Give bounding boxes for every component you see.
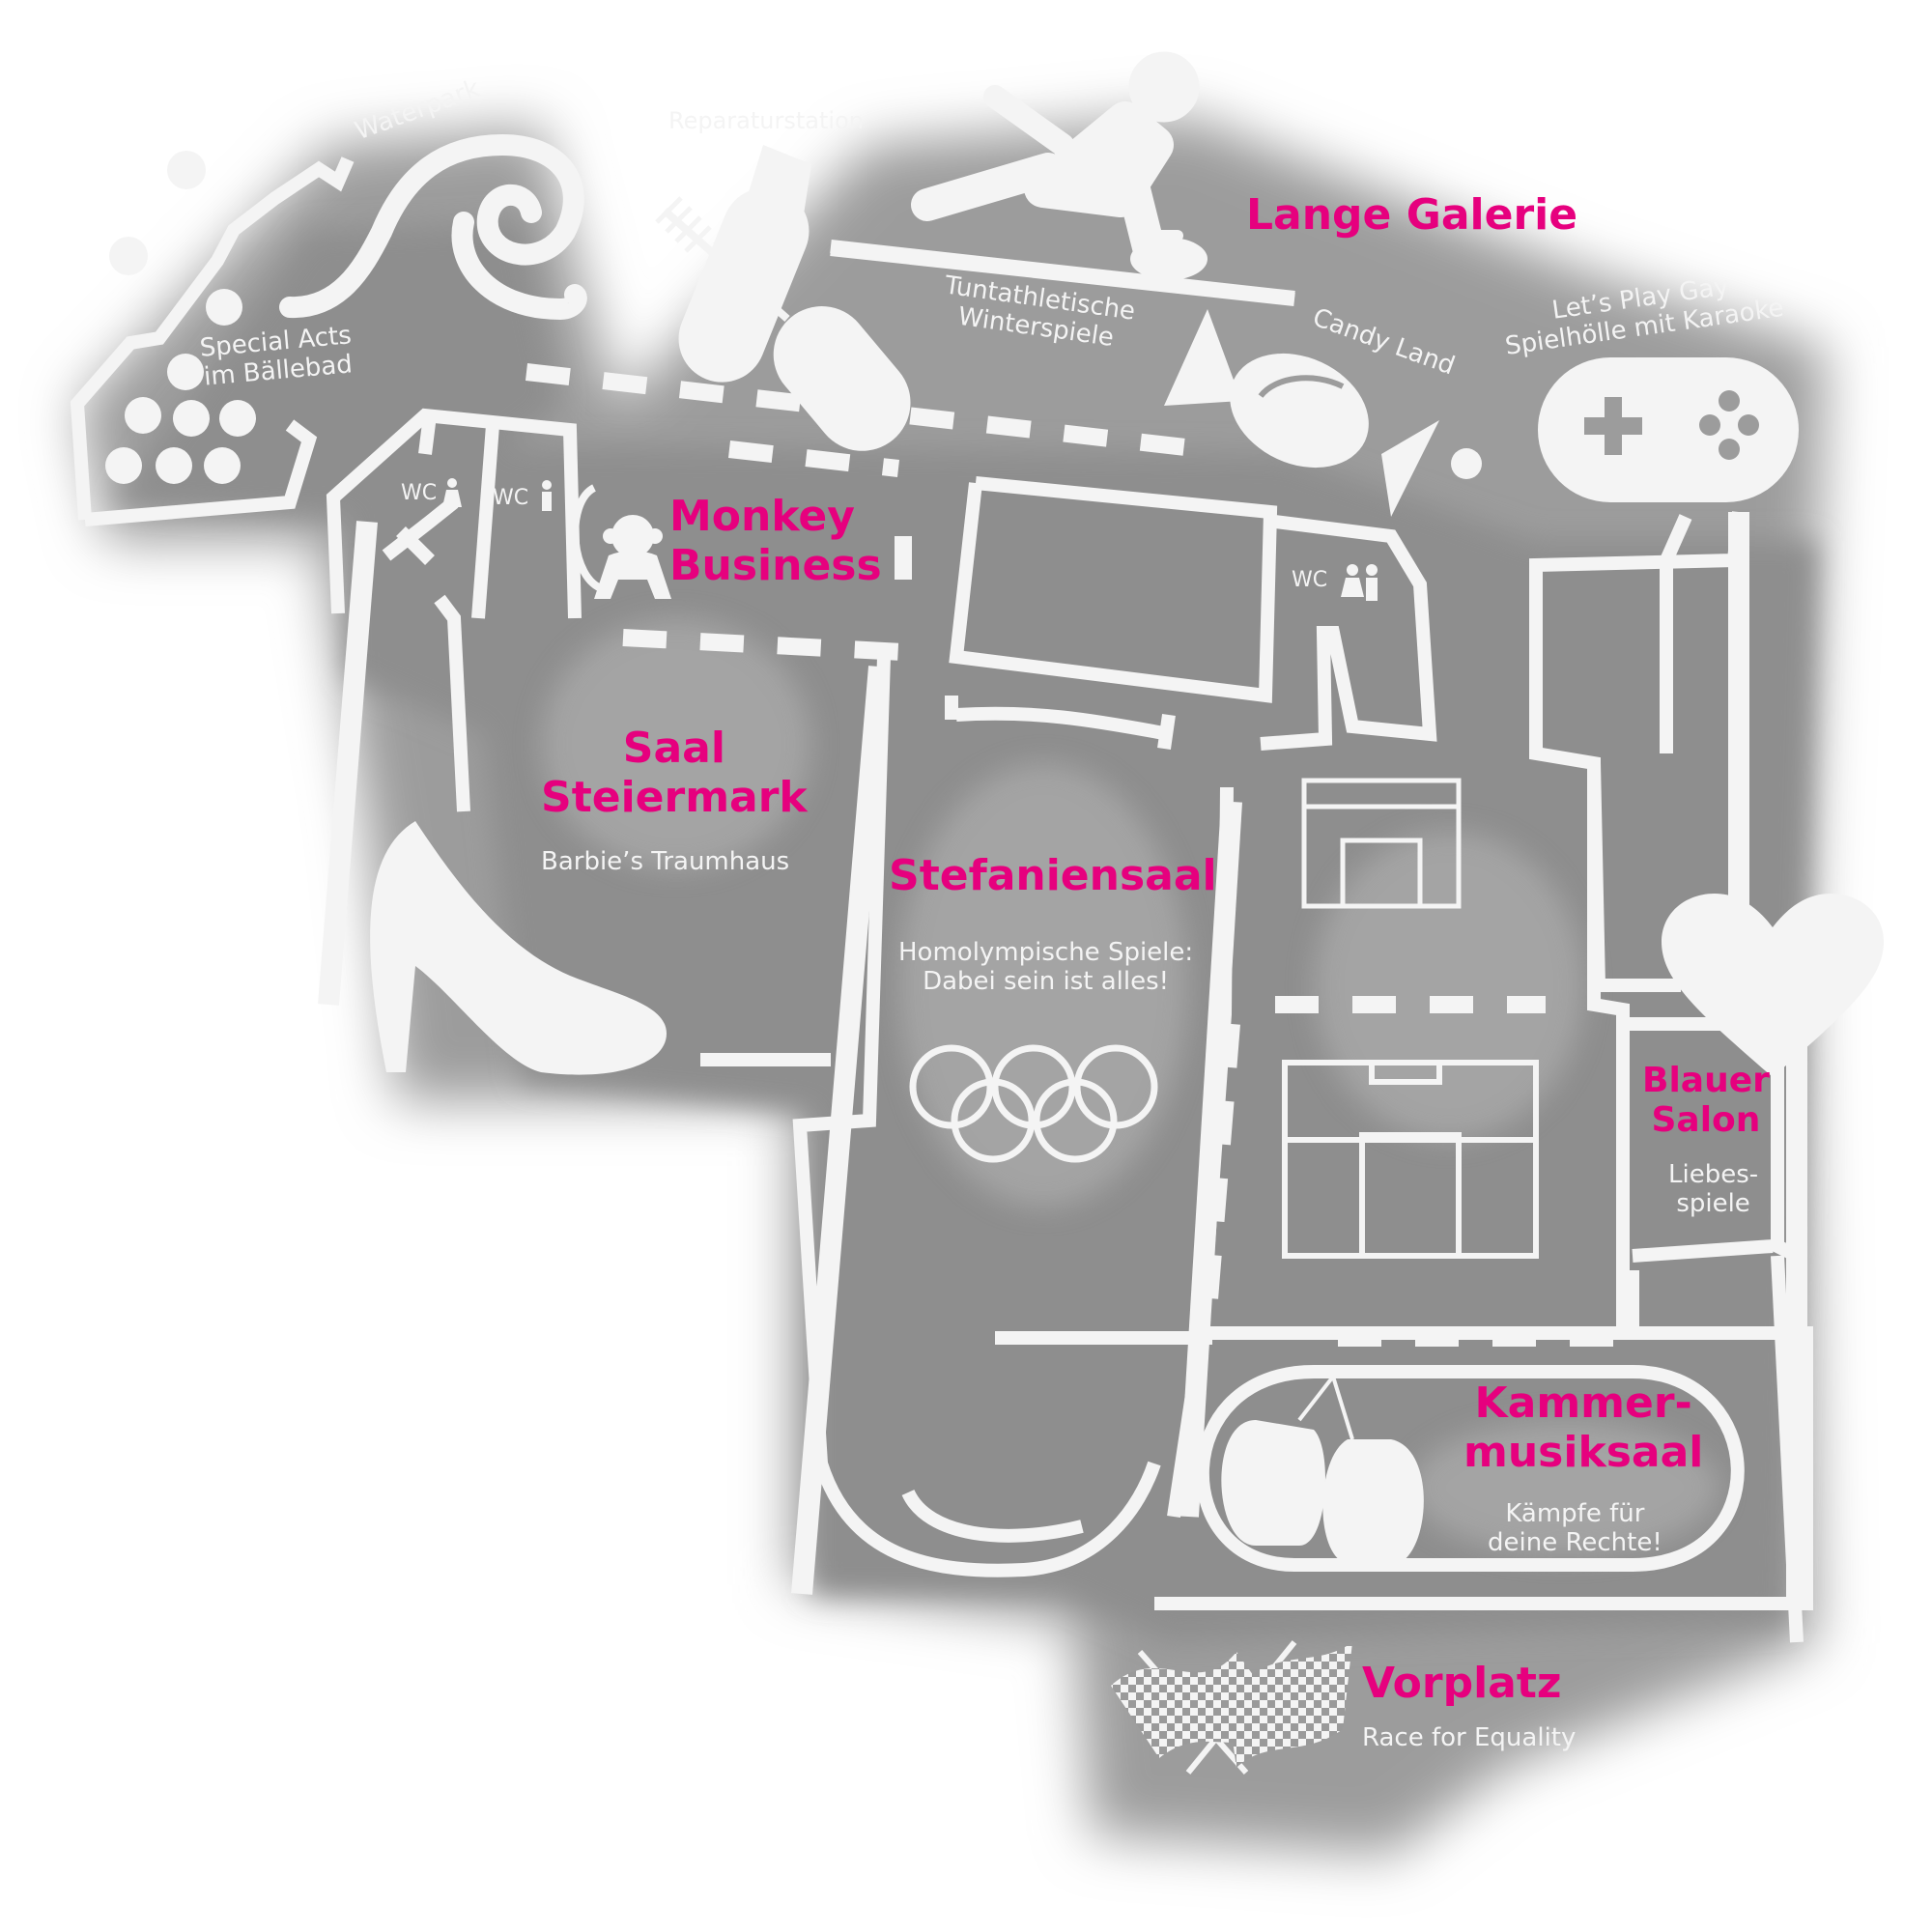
checkered-flags-icon — [1111, 1640, 1352, 1775]
stefaniensaal-title: Stefaniensaal — [889, 851, 1217, 900]
stage-upper — [1301, 778, 1462, 909]
wc-label-3: WC — [1292, 568, 1328, 592]
boxing-gloves-icon — [1221, 1375, 1424, 1565]
vorplatz-title: Vorplatz — [1362, 1659, 1562, 1708]
gamepad-icon — [1538, 357, 1799, 502]
vorplatz-subtitle: Race for Equality — [1362, 1723, 1577, 1752]
balls-icon — [105, 151, 256, 484]
stefaniensaal-subtitle: Homolympische Spiele:Dabei sein ist alle… — [898, 938, 1194, 996]
lange-galerie-title: Lange Galerie — [1246, 190, 1578, 240]
candy-shine — [1258, 375, 1345, 398]
curling-player-icon — [911, 51, 1200, 268]
gallery-rail — [830, 240, 1295, 304]
toilet-icon — [442, 478, 1378, 601]
curling-stone-icon — [1130, 230, 1208, 280]
saal-steiermark-subtitle: Barbie’s Traumhaus — [541, 847, 790, 876]
thick-walls — [318, 512, 1807, 1604]
wc-label-2: WC — [493, 486, 529, 510]
wc-label-1: WC — [401, 481, 438, 505]
mascara-icon — [655, 196, 790, 323]
olympic-rings-icon — [909, 1044, 1158, 1163]
heart-icon — [1662, 894, 1884, 1077]
reparaturstation-label: Reparaturstation — [668, 107, 864, 134]
kammermusiksaal-title: Kammer-musiksaal — [1463, 1378, 1704, 1477]
wave-icon — [279, 133, 587, 321]
stage-lower — [1282, 1060, 1539, 1259]
monkey-icon — [571, 484, 671, 599]
high-heel-icon — [370, 821, 667, 1075]
blauer-salon-subtitle: Liebes-spiele — [1668, 1160, 1759, 1218]
